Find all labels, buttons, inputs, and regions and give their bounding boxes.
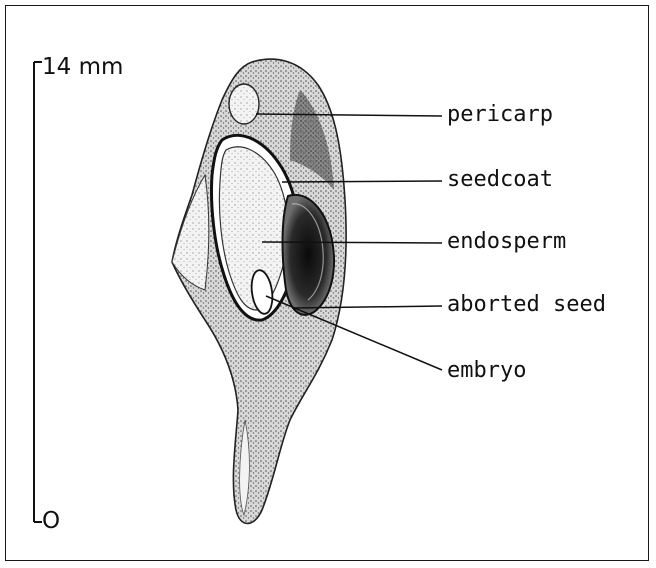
scale-top-label: 14 mm [42,56,123,79]
leader-endosperm [262,242,442,243]
top-locule [229,84,259,124]
label-seedcoat: seedcoat [447,169,553,191]
scale-bottom-label: O [42,510,60,533]
scale-bar [34,62,42,522]
label-pericarp: pericarp [447,104,553,126]
label-endosperm: endosperm [447,231,566,253]
leader-seedcoat [282,181,442,182]
label-embryo: embryo [447,360,526,382]
label-aborted-seed: aborted seed [447,294,606,316]
